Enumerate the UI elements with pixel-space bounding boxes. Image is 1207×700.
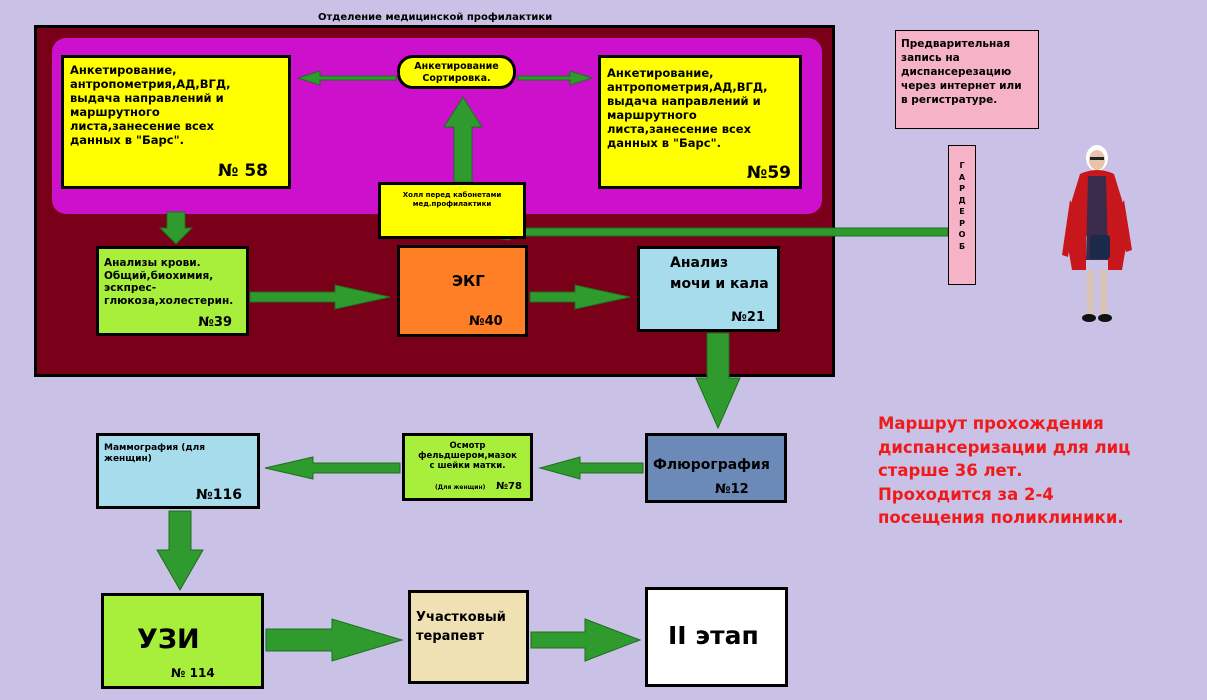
room-59-box: Анкетирование, антропометрия,АД,ВГД, выд… <box>598 55 802 189</box>
route-description: Маршрут прохождения диспансеризации для … <box>878 414 1131 527</box>
department-title: Отделение медицинской профилактики <box>318 12 553 23</box>
room-58-text: Анкетирование, антропометрия,АД,ВГД, выд… <box>70 63 231 147</box>
room-58-number: № 58 <box>217 161 268 181</box>
hall-box: Холл перед кабонетами мед.профилактики <box>378 182 526 239</box>
mammography-number: №116 <box>195 487 242 503</box>
uzi-label: УЗИ <box>137 624 200 655</box>
urine-analysis-box: Анализ мочи и кала №21 <box>637 246 780 332</box>
exam-note: (Для женщин) <box>435 484 486 491</box>
uzi-box: УЗИ № 114 <box>101 593 264 689</box>
wardrobe-box: Г А Р Д Е Р О Б <box>948 145 976 285</box>
arrow-sort-to-58 <box>296 70 397 86</box>
arrow-58-to-blood <box>158 211 194 245</box>
stage-two-box: II этап <box>645 587 788 687</box>
blood-analysis-box: Анализы крови. Общий,биохимия, эскпрес- … <box>96 246 249 336</box>
arrow-hall-to-sort <box>443 96 483 183</box>
arrow-fluoro-to-exam <box>538 456 644 480</box>
exam-number: №78 <box>496 481 522 492</box>
ecg-box: ЭКГ №40 <box>397 245 528 337</box>
ecg-label: ЭКГ <box>452 272 485 290</box>
room-59-text: Анкетирование, антропометрия,АД,ВГД, выд… <box>607 66 768 150</box>
room-59-number: №59 <box>746 163 791 183</box>
exam-text: Осмотр фельдшером,мазок с шейки матки. <box>418 441 517 471</box>
arrow-therapist-to-stage2 <box>530 618 642 662</box>
urine-label: Анализ мочи и кала <box>670 255 769 292</box>
survey-sort-box: Анкетирование Сортировка. <box>397 55 516 89</box>
paramedic-exam-box: Осмотр фельдшером,мазок с шейки матки. (… <box>402 433 533 501</box>
arrow-urine-to-fluoro <box>695 332 741 430</box>
therapist-box: Участковый терапевт <box>408 590 529 684</box>
ecg-number: №40 <box>469 314 503 329</box>
fluorography-label: Флюрография <box>653 457 770 473</box>
arrow-mammo-to-uzi <box>156 510 204 592</box>
arrow-uzi-to-therapist <box>265 618 404 662</box>
pre-registration-box: Предварительная запись на диспансерезаци… <box>895 30 1039 129</box>
fluorography-box: Флюрография №12 <box>645 433 787 503</box>
arrow-exam-to-mammo <box>264 456 401 480</box>
uzi-number: № 114 <box>171 666 215 680</box>
arrow-sort-to-59 <box>517 70 594 86</box>
blood-number: №39 <box>198 314 232 330</box>
room-58-box: Анкетирование, антропометрия,АД,ВГД, выд… <box>61 55 291 189</box>
arrow-blood-to-ecg <box>249 284 391 310</box>
arrow-ecg-to-urine <box>529 284 631 310</box>
fluorography-number: №12 <box>715 482 749 497</box>
urine-number: №21 <box>731 310 765 325</box>
mammography-box: Маммография (для женщин) №116 <box>96 433 260 509</box>
elderly-woman-image <box>1062 145 1132 322</box>
